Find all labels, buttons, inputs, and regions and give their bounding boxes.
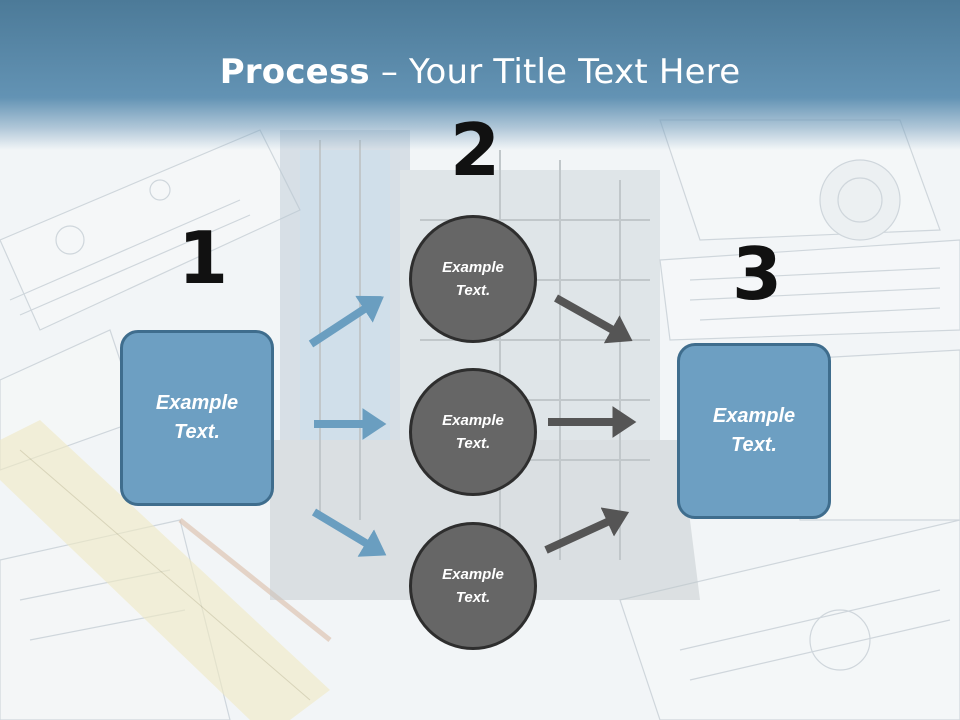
- title-band: [0, 0, 960, 150]
- step-2-circle-3[interactable]: Example Text.: [409, 522, 537, 650]
- step-number-3: 3: [732, 232, 783, 316]
- step-3-box[interactable]: Example Text.: [677, 343, 831, 519]
- step-1-text: Example Text.: [155, 392, 239, 443]
- title-rest-text: – Your Title Text Here: [369, 52, 741, 92]
- circle-1-text: Example Text.: [442, 259, 504, 299]
- slide-title: Process – Your Title Text Here: [0, 52, 960, 92]
- step-2-circle-2[interactable]: Example Text.: [409, 368, 537, 496]
- circle-2-text: Example Text.: [442, 412, 504, 452]
- step-3-text: Example Text.: [712, 405, 796, 456]
- step-2-circle-1[interactable]: Example Text.: [409, 215, 537, 343]
- step-1-box[interactable]: Example Text.: [120, 330, 274, 506]
- step-number-1: 1: [178, 216, 229, 300]
- step-number-2: 2: [450, 108, 501, 192]
- circle-3-text: Example Text.: [442, 566, 504, 606]
- title-bold-text: Process: [219, 52, 370, 92]
